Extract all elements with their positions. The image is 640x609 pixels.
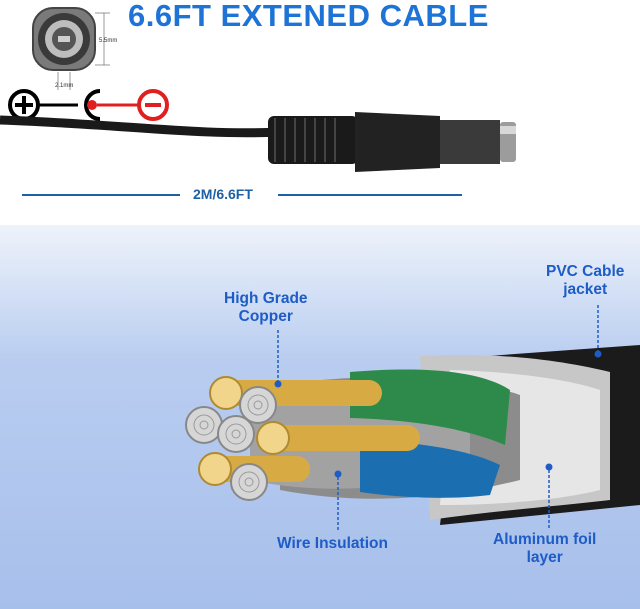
product-photo-top — [0, 0, 640, 225]
callout-foil-line1: Aluminum foil — [493, 531, 597, 548]
callout-pvc-line1: PVC Cable — [546, 263, 625, 280]
cable-cross-section-icon — [185, 345, 640, 525]
callout-copper-line1: High Grade — [224, 290, 308, 307]
callout-lines — [277, 305, 599, 530]
polarity-icon — [8, 89, 169, 121]
dc-plug-cable-icon — [0, 112, 516, 172]
callout-pvc-line2: jacket — [563, 281, 608, 298]
callout-copper: High Grade Copper — [224, 290, 308, 326]
callout-copper-line2: Copper — [238, 308, 293, 325]
callout-foil-line2: layer — [526, 549, 563, 566]
callout-wire-insulation: Wire Insulation — [277, 535, 388, 552]
callout-pvc-jacket: PVC Cable jacket — [546, 263, 624, 299]
outer-diameter-label: 5.5mm — [99, 38, 118, 44]
callout-dots — [274, 350, 602, 478]
connector-end-view-icon — [32, 7, 110, 90]
page-title: 6.6FT EXTENED CABLE — [128, 0, 489, 33]
cable-length-label: 2M/6.6FT — [193, 186, 253, 202]
callout-aluminum-foil: Aluminum foil layer — [493, 531, 596, 567]
inner-diameter-label: 2.1mm — [55, 83, 74, 89]
